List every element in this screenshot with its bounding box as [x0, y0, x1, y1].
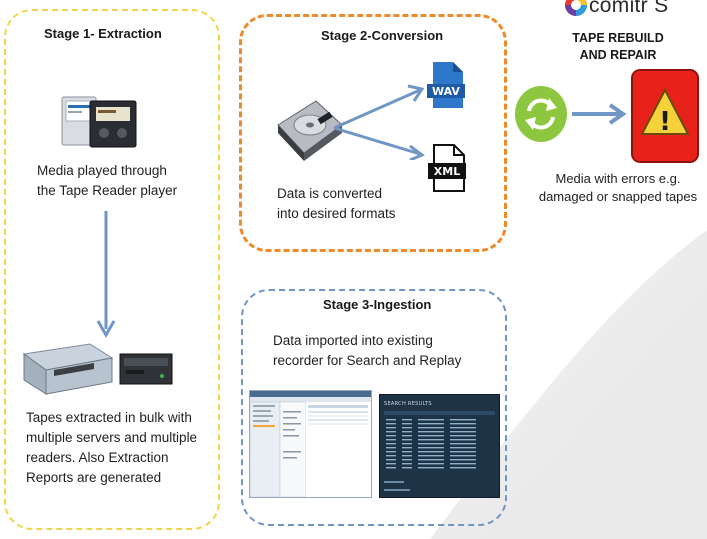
stage-1-caption-top-line-2: the Tape Reader player — [37, 183, 178, 198]
stage-2-conversion-panel — [239, 14, 507, 252]
stage-1-caption-bottom-line-1: Tapes extracted in bulk with — [26, 410, 192, 425]
stage-3-caption: Data imported into existing recorder for… — [273, 331, 461, 371]
brand-logo-text: comitr S — [589, 0, 669, 17]
recorder-app-thumbnail — [250, 391, 371, 497]
down-arrow-icon — [96, 211, 116, 339]
wav-file-label: WAV — [432, 85, 460, 98]
stage-3-ingestion-panel — [241, 289, 507, 526]
tape-rebuild-caption: Media with errors e.g. damaged or snappe… — [528, 170, 707, 206]
stage-1-caption-bottom-line-3: readers. Also Extraction — [26, 450, 169, 465]
search-results-header: SEARCH RESULTS — [384, 401, 432, 407]
tape-rebuild-title-line-1: TAPE REBUILD — [572, 31, 664, 45]
tape-rebuild-title: TAPE REBUILD AND REPAIR — [563, 30, 673, 64]
stage-1-extraction-panel — [4, 9, 220, 530]
tape-rebuild-title-line-2: AND REPAIR — [579, 48, 657, 62]
stage-3-caption-line-2: recorder for Search and Replay — [273, 353, 462, 368]
refresh-icon — [515, 86, 567, 142]
tape-reader-device-icon — [22, 343, 173, 395]
tape-cartridge-icon — [61, 96, 137, 148]
recorder-app-screenshot — [249, 390, 372, 498]
conversion-arrows — [333, 84, 425, 160]
xml-file-label: XML — [434, 165, 460, 178]
stage-1-caption-bottom-line-4: Reports are generated — [26, 470, 162, 485]
stage-1-caption-top: Media played through the Tape Reader pla… — [37, 161, 177, 201]
wav-file-icon: WAV — [427, 62, 465, 108]
stage-3-title: Stage 3-Ingestion — [323, 297, 432, 312]
stage-1-caption-top-line-1: Media played through — [37, 163, 167, 178]
multicolor-swirl-icon — [565, 0, 587, 16]
stage-2-caption: Data is converted into desired formats — [277, 184, 396, 224]
stage-3-caption-line-1: Data imported into existing — [273, 333, 433, 348]
xml-file-icon: XML — [428, 144, 466, 192]
stage-1-caption-bottom: Tapes extracted in bulk with multiple se… — [26, 408, 197, 488]
stage-2-title: Stage 2-Conversion — [321, 28, 444, 43]
search-results-table-thumbnail — [384, 411, 495, 491]
stage-1-title: Stage 1- Extraction — [44, 26, 162, 41]
stage-2-caption-line-1: Data is converted — [277, 186, 383, 201]
stage-2-caption-line-2: into desired formats — [277, 206, 396, 221]
tape-rebuild-caption-line-1: Media with errors e.g. — [555, 171, 681, 186]
tape-rebuild-caption-line-2: damaged or snapped tapes — [538, 189, 698, 204]
warning-exclamation: ! — [659, 107, 671, 137]
search-results-screenshot: SEARCH RESULTS — [379, 394, 500, 498]
warning-icon: ! — [631, 69, 699, 163]
stage-1-caption-bottom-line-2: multiple servers and multiple — [26, 430, 198, 445]
repair-arrow-icon — [572, 103, 627, 125]
